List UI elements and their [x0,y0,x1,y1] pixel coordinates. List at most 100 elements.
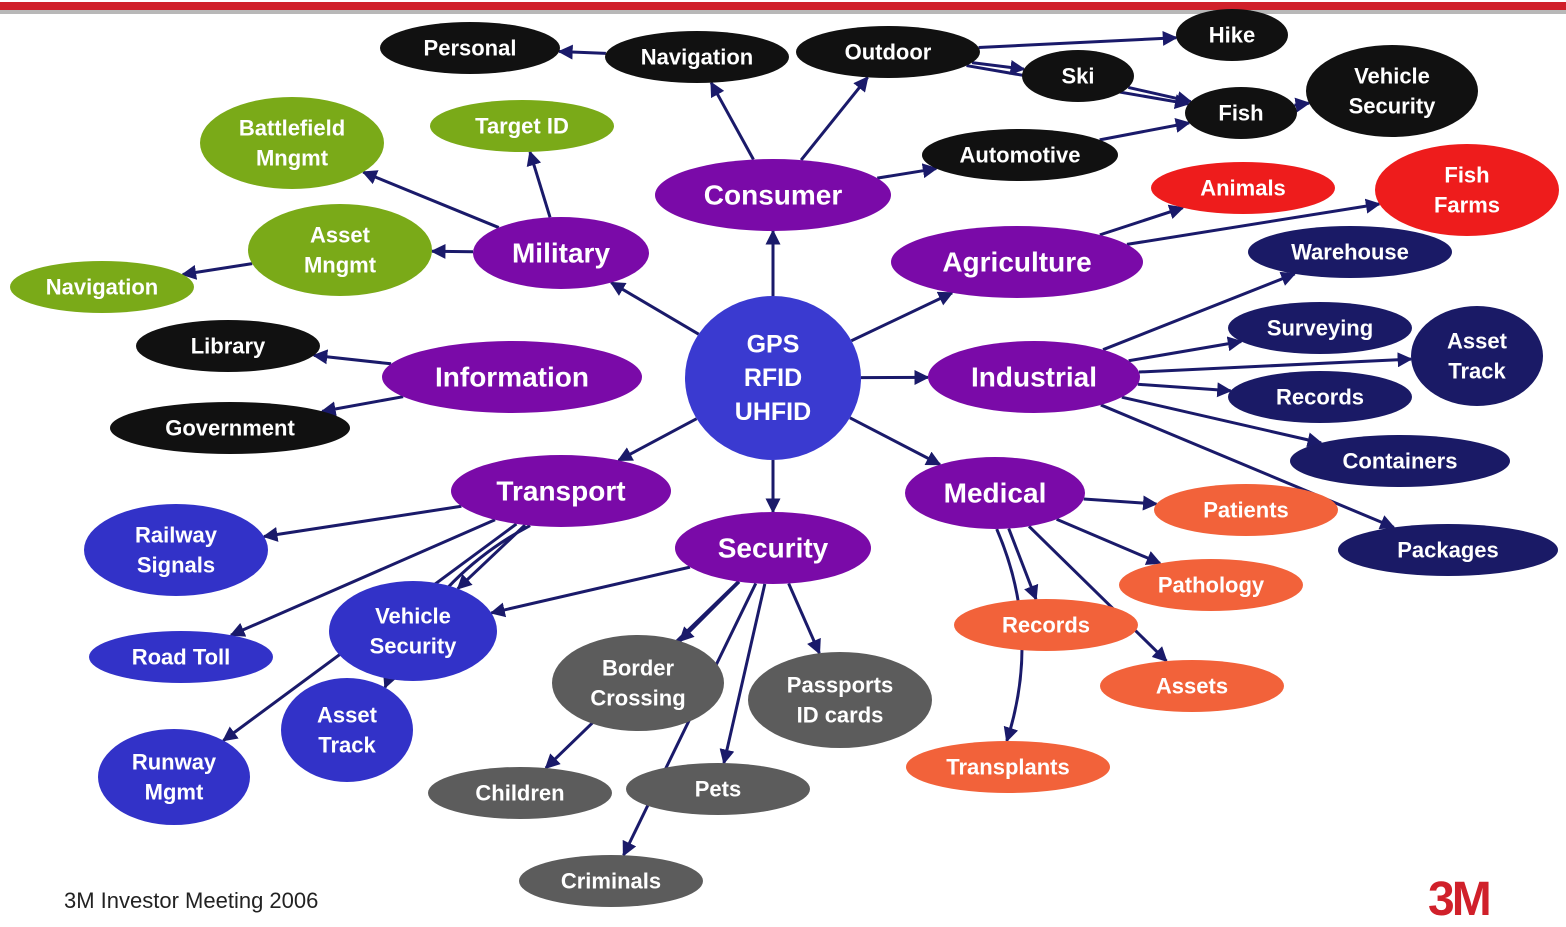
node-runway-mgmt-label: Runway [132,750,217,775]
node-library-label: Library [191,334,266,359]
node-asset-track-transport-shape [281,678,413,782]
footer-meeting-text: 3M Investor Meeting 2006 [64,888,318,914]
node-transplants-label: Transplants [946,755,1069,780]
node-navigation-consumer: Navigation [605,31,789,83]
node-navigation-military-label: Navigation [46,275,158,300]
node-target-id-label: Target ID [475,114,569,139]
node-library: Library [136,320,320,372]
arrow-military-to-asset_mngmt [432,251,473,252]
category-medical: Medical [905,457,1085,529]
arrow-automotive-to-fish [1100,123,1190,140]
category-military: Military [473,217,649,289]
category-security: Security [675,512,871,584]
node-vehicle-security-transport-label: Security [370,633,458,658]
node-outdoor-label: Outdoor [845,40,932,65]
node-assets: Assets [1100,660,1284,712]
arrow-security-to-passports [789,584,820,654]
arrow-asset_mngmt-to-navigation_military [183,264,253,275]
node-passports-id-cards: Passports ID cards [748,652,932,748]
node-ski-label: Ski [1061,64,1094,89]
arrow-industrial-to-surveying [1129,341,1242,360]
node-fish-farms-shape [1375,144,1559,236]
node-asset-track-industrial-shape [1411,306,1543,406]
hub-gps-rfid-uhfid-label: UHFID [735,398,811,426]
node-navigation-military: Navigation [10,261,194,313]
category-security-label: Security [718,533,829,564]
arrow-medical-to-patients [1084,499,1157,504]
arrow-consumer-to-outdoor [801,77,867,160]
node-road-toll: Road Toll [89,631,273,683]
arrow-information-to-library [314,355,391,363]
node-asset-track-transport-label: Track [318,732,376,757]
category-consumer: Consumer [655,159,891,231]
node-warehouse: Warehouse [1248,226,1452,278]
arrow-medical-to-records_medical [1009,529,1036,600]
category-transport: Transport [451,455,671,527]
node-assets-label: Assets [1156,674,1228,699]
node-warehouse-label: Warehouse [1291,240,1409,265]
node-fish: Fish [1185,87,1297,139]
node-asset-track-transport-label: Asset [317,703,378,728]
node-battlefield-mngmt-shape [200,97,384,189]
arrow-hub-to-transport [619,419,697,461]
node-records-industrial-label: Records [1276,385,1364,410]
node-packages: Packages [1338,524,1558,576]
node-pets-label: Pets [695,777,741,802]
node-criminals: Criminals [519,855,703,907]
node-vehicle-security-consumer-label: Vehicle [1354,64,1430,89]
category-industrial: Industrial [928,341,1140,413]
node-transplants: Transplants [906,741,1110,793]
node-fish-label: Fish [1218,101,1263,126]
node-asset-track-industrial-label: Track [1448,358,1506,383]
node-battlefield-mngmt-label: Mngmt [256,145,329,170]
node-records-medical-label: Records [1002,613,1090,638]
category-transport-label: Transport [496,476,625,507]
node-border-crossing-shape [552,635,724,731]
arrow-agriculture-to-animals [1100,208,1183,235]
category-medical-label: Medical [944,478,1047,509]
category-military-label: Military [512,238,610,269]
arrow-consumer-to-navigation_consumer [711,83,753,160]
node-pathology: Pathology [1119,559,1303,611]
node-children-label: Children [475,781,564,806]
node-battlefield-mngmt-label: Battlefield [239,116,345,141]
node-animals-label: Animals [1200,176,1286,201]
category-information-label: Information [435,362,589,393]
node-automotive-label: Automotive [960,143,1081,168]
node-target-id: Target ID [430,100,614,152]
node-surveying: Surveying [1228,302,1412,354]
node-runway-mgmt-label: Mgmt [145,779,204,804]
node-asset-mngmt-shape [248,204,432,296]
node-railway-signals-shape [84,504,268,596]
arrow-hub-to-agriculture [851,293,952,341]
arrow-outdoor-to-hike [979,38,1177,48]
node-pathology-label: Pathology [1158,573,1265,598]
node-hike: Hike [1176,9,1288,61]
node-passports-id-cards-label: ID cards [797,702,884,727]
node-government-label: Government [165,416,295,441]
arrow-transport-to-railway [264,506,461,536]
category-agriculture-label: Agriculture [942,247,1091,278]
node-asset-mngmt-label: Asset [310,223,371,248]
arrow-navigation_consumer-to-personal [559,52,606,54]
node-fish-farms-label: Farms [1434,192,1500,217]
node-passports-id-cards-label: Passports [787,673,893,698]
arrow-security-to-vehicle_security_transport [491,567,690,613]
category-consumer-label: Consumer [704,180,843,211]
node-asset-mngmt-label: Mngmt [304,252,377,277]
arrow-industrial-to-records_industrial [1138,384,1231,390]
node-surveying-label: Surveying [1267,316,1373,341]
arrow-military-to-target_id [530,152,550,217]
node-containers: Containers [1290,435,1510,487]
node-ski: Ski [1022,50,1134,102]
node-government: Government [110,402,350,454]
node-railway-signals-label: Signals [137,552,215,577]
arrow-security-to-pets [724,584,765,763]
arrow-fish-to-vehicle_security_consumer [1294,103,1309,105]
node-border-crossing-label: Crossing [590,685,685,710]
